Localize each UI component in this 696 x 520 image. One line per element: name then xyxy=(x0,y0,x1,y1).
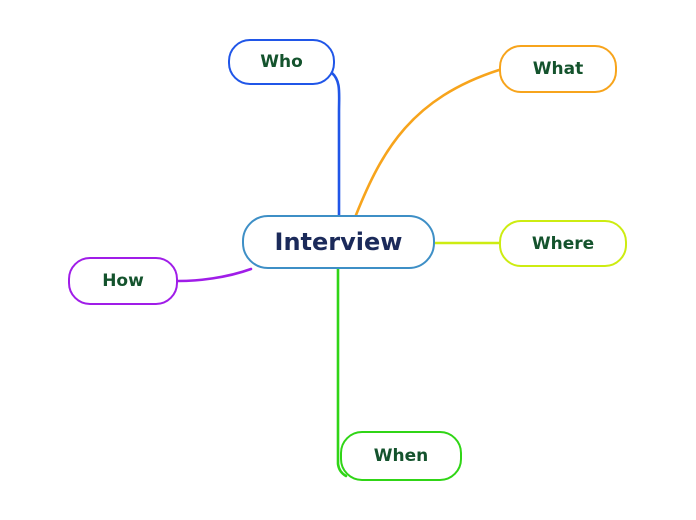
connector-what xyxy=(354,68,501,217)
connector-how xyxy=(176,267,253,283)
node-when-label: When xyxy=(373,446,429,466)
node-what-label: What xyxy=(532,59,584,79)
node-when[interactable]: When xyxy=(340,431,462,481)
connector-who xyxy=(330,71,341,217)
node-interview[interactable]: Interview xyxy=(242,215,435,269)
node-how[interactable]: How xyxy=(68,257,178,305)
connector-when xyxy=(336,267,348,478)
node-interview-label: Interview xyxy=(274,228,403,256)
node-where-label: Where xyxy=(531,233,595,254)
node-where[interactable]: Where xyxy=(499,220,627,267)
node-what[interactable]: What xyxy=(499,45,617,93)
node-who[interactable]: Who xyxy=(228,39,335,85)
node-how-label: How xyxy=(102,271,144,291)
node-who-label: Who xyxy=(260,52,303,72)
